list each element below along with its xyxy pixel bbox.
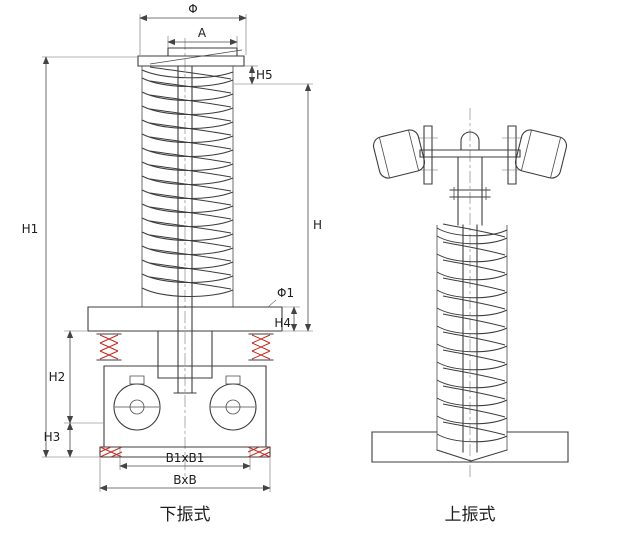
left-base-assembly [99,330,271,458]
dim-label-h2: H2 [49,370,66,384]
left-drawing: Φ A H5 H1 H Φ1 H4 H2 H3 B1xB1 BxB 下振式 [22,2,322,525]
dim-label-a: A [198,26,207,40]
left-top-inlet [137,47,245,67]
right-base [371,431,569,463]
left-helix-column [141,65,234,394]
left-dimension-lines [42,14,313,492]
right-motor-assembly [372,125,568,226]
spring-left [96,333,122,361]
left-bottom-frame [99,446,271,458]
vib-motor-left [372,129,426,179]
motor-mount-right [507,125,517,185]
dim-label-h: H [313,218,322,232]
dim-label-bxb: BxB [173,473,197,487]
right-center-tube [462,224,478,453]
lifting-bail [460,131,480,151]
caption-left: 下振式 [160,505,211,525]
dim-label-h3: H3 [44,430,61,444]
dim-label-phi: Φ [188,2,197,16]
foot-pad-left [99,446,123,458]
foot-pad-right [247,446,271,458]
dim-label-h5: H5 [256,68,273,82]
right-helix-column [436,223,508,462]
motor-right [209,375,257,431]
caption-right: 上振式 [445,505,496,525]
spring-right [248,333,274,361]
discharge-cone [436,449,508,462]
motor-mount-left [423,125,433,185]
left-platform [87,306,283,332]
right-drawing: 上振式 [371,108,569,525]
vib-motor-right [514,129,568,179]
dim-label-b1xb1: B1xB1 [166,451,205,465]
motor-left [113,375,161,431]
dim-label-h1: H1 [22,222,39,236]
dim-label-h4: H4 [274,316,291,330]
dim-label-phi1: Φ1 [277,286,294,300]
